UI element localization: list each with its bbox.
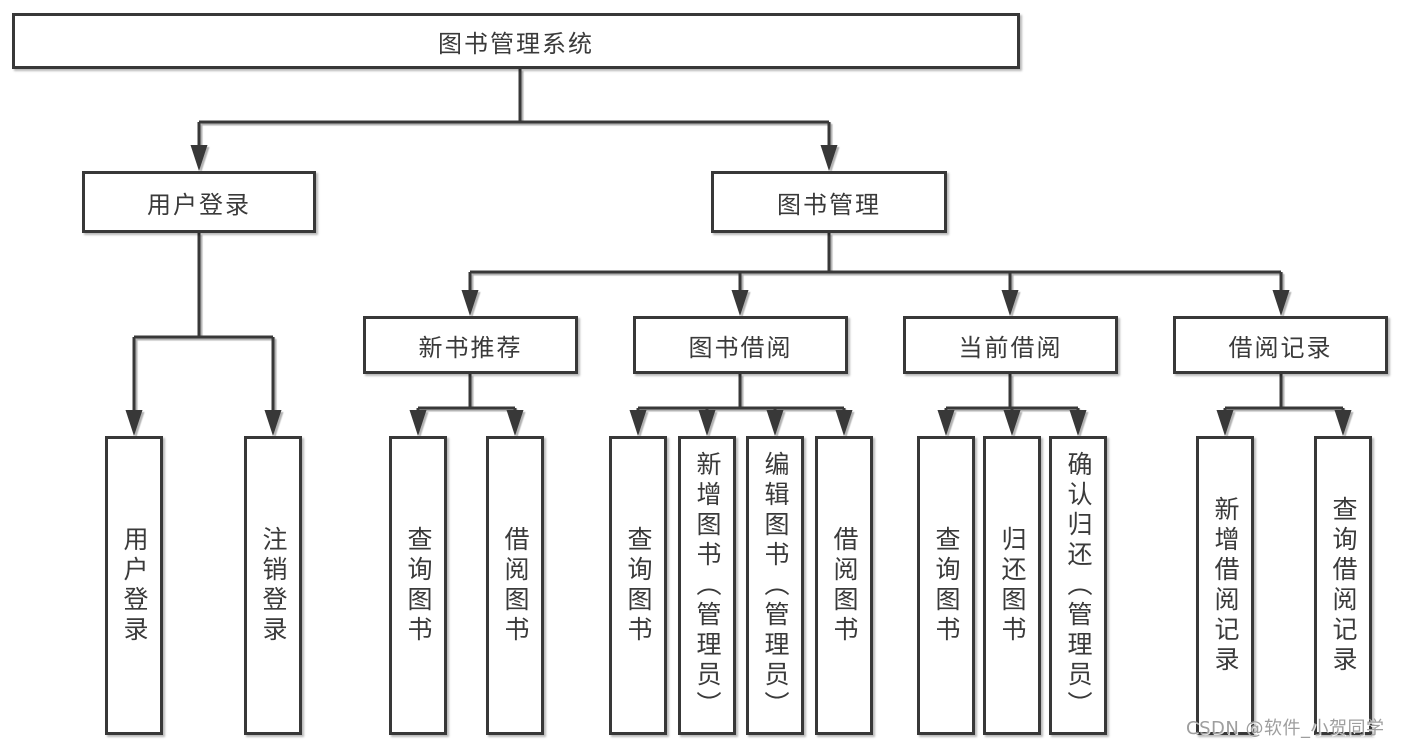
- leaf-query-borrow-record: 查询借阅记录: [1314, 436, 1372, 735]
- connector-current-borrow-children: [944, 374, 1080, 413]
- leaf-add-borrow-record: 新增借阅记录: [1196, 436, 1254, 735]
- arrowheads: [125, 145, 1352, 436]
- connector-root-to-level2: [197, 69, 831, 147]
- leaf-confirm-return-admin: 确认归还（管理员）: [1049, 436, 1107, 735]
- connector-book-management-children: [468, 233, 1283, 292]
- connector-book-borrow-children: [636, 374, 846, 413]
- leaf-query-books-current: 查询图书: [917, 436, 975, 735]
- node-book-management: 图书管理: [711, 171, 947, 233]
- leaf-user-login: 用户登录: [105, 436, 163, 735]
- connector-borrow-record-children: [1223, 374, 1345, 413]
- leaf-edit-books-admin: 编辑图书（管理员）: [746, 436, 804, 735]
- leaf-add-books-admin: 新增图书（管理员）: [678, 436, 736, 735]
- leaf-query-books-borrow: 查询图书: [609, 436, 667, 735]
- leaf-borrow-books-recommend: 借阅图书: [486, 436, 544, 735]
- leaf-query-books-recommend: 查询图书: [389, 436, 447, 735]
- node-borrow-record: 借阅记录: [1173, 316, 1388, 374]
- leaf-borrow-books: 借阅图书: [815, 436, 873, 735]
- node-new-book-recommend: 新书推荐: [363, 316, 578, 374]
- node-book-borrow: 图书借阅: [633, 316, 848, 374]
- node-user-login: 用户登录: [82, 171, 316, 233]
- node-current-borrow: 当前借阅: [903, 316, 1118, 374]
- csdn-watermark: CSDN @软件_小贺同学: [1186, 718, 1385, 739]
- node-library-system: 图书管理系统: [12, 13, 1020, 69]
- leaf-return-books: 归还图书: [983, 436, 1041, 735]
- leaf-logout: 注销登录: [244, 436, 302, 735]
- connector-new-book-children: [416, 374, 517, 413]
- connector-user-login-children: [132, 233, 275, 412]
